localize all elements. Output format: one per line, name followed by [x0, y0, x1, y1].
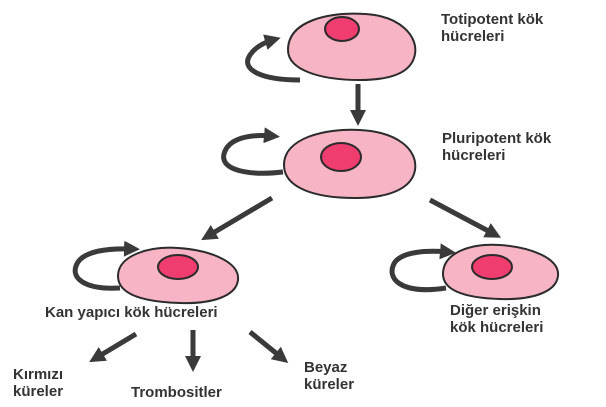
- other-adult-self-renewal-arrow-icon: [392, 251, 448, 289]
- pluripotent-label: Pluripotent kök hücreleri: [442, 130, 551, 164]
- pluripotent-to-hematopoietic-arrow-icon: [208, 198, 272, 236]
- hematopoietic-cell: [118, 248, 238, 303]
- to-red-cells-arrow-icon: [96, 334, 136, 358]
- pluripotent-self-renewal-arrow-icon: [224, 136, 283, 174]
- white-cells-label: Beyaz küreler: [304, 359, 354, 393]
- other-adult-cell: [443, 245, 558, 299]
- other-adult-label: Diğer erişkin kök hücreleri: [450, 302, 543, 336]
- totipotent-cell: [288, 14, 415, 80]
- pluripotent-cell: [284, 130, 415, 198]
- totipotent-label: Totipotent kök hücreleri: [441, 11, 543, 45]
- red-cells-label: Kırmızı küreler: [13, 366, 63, 400]
- hematopoietic-label: Kan yapıcı kök hücreleri: [45, 304, 218, 321]
- to-white-cells-arrow-icon: [250, 332, 282, 358]
- pluripotent-to-other-adult-arrow-icon: [430, 200, 494, 234]
- platelets-label: Trombositler: [131, 384, 222, 401]
